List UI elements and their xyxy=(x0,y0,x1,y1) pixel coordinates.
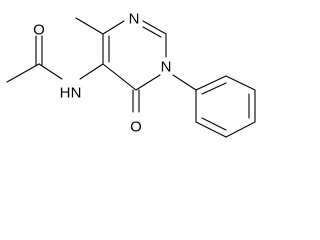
phenyl-bond-2 xyxy=(225,75,256,91)
structure-canvas: O H N N N O xyxy=(6,10,256,138)
atom-label-ring-nitrogen-phenyl: N xyxy=(161,59,172,76)
phenyl-bond-1 xyxy=(195,75,227,91)
atom-label-amide-nitrogen: N xyxy=(71,85,82,102)
bond-c6-c5 xyxy=(102,63,137,91)
atom-label-ring-nitrogen-top: N xyxy=(129,11,140,28)
bond-nitrogen-ringcarbon xyxy=(79,63,104,80)
phenyl-inner-bond-c xyxy=(201,117,227,131)
atom-label-ring-carbonyl-oxygen: O xyxy=(130,119,142,136)
bond-methyl-carbonyl xyxy=(6,63,40,83)
bond-c4-n3 xyxy=(102,20,125,35)
chemical-structure-diagram: O H N N N O xyxy=(6,11,256,138)
atom-label-acetyl-oxygen: O xyxy=(33,22,45,39)
bond-n3-c2-inner xyxy=(142,26,162,38)
bond-n3-c2 xyxy=(142,20,167,35)
phenyl-bond-5 xyxy=(195,121,227,138)
bond-carbonyl-nitrogen xyxy=(38,63,63,80)
bond-n1-phenyl xyxy=(172,74,197,91)
atom-label-amide-hydrogen: H xyxy=(60,85,71,102)
bond-n1-c6 xyxy=(135,74,161,91)
phenyl-bond-4 xyxy=(225,121,256,138)
phenyl-inner-bond-a xyxy=(201,82,227,95)
bond-c4-methyl xyxy=(75,17,104,35)
